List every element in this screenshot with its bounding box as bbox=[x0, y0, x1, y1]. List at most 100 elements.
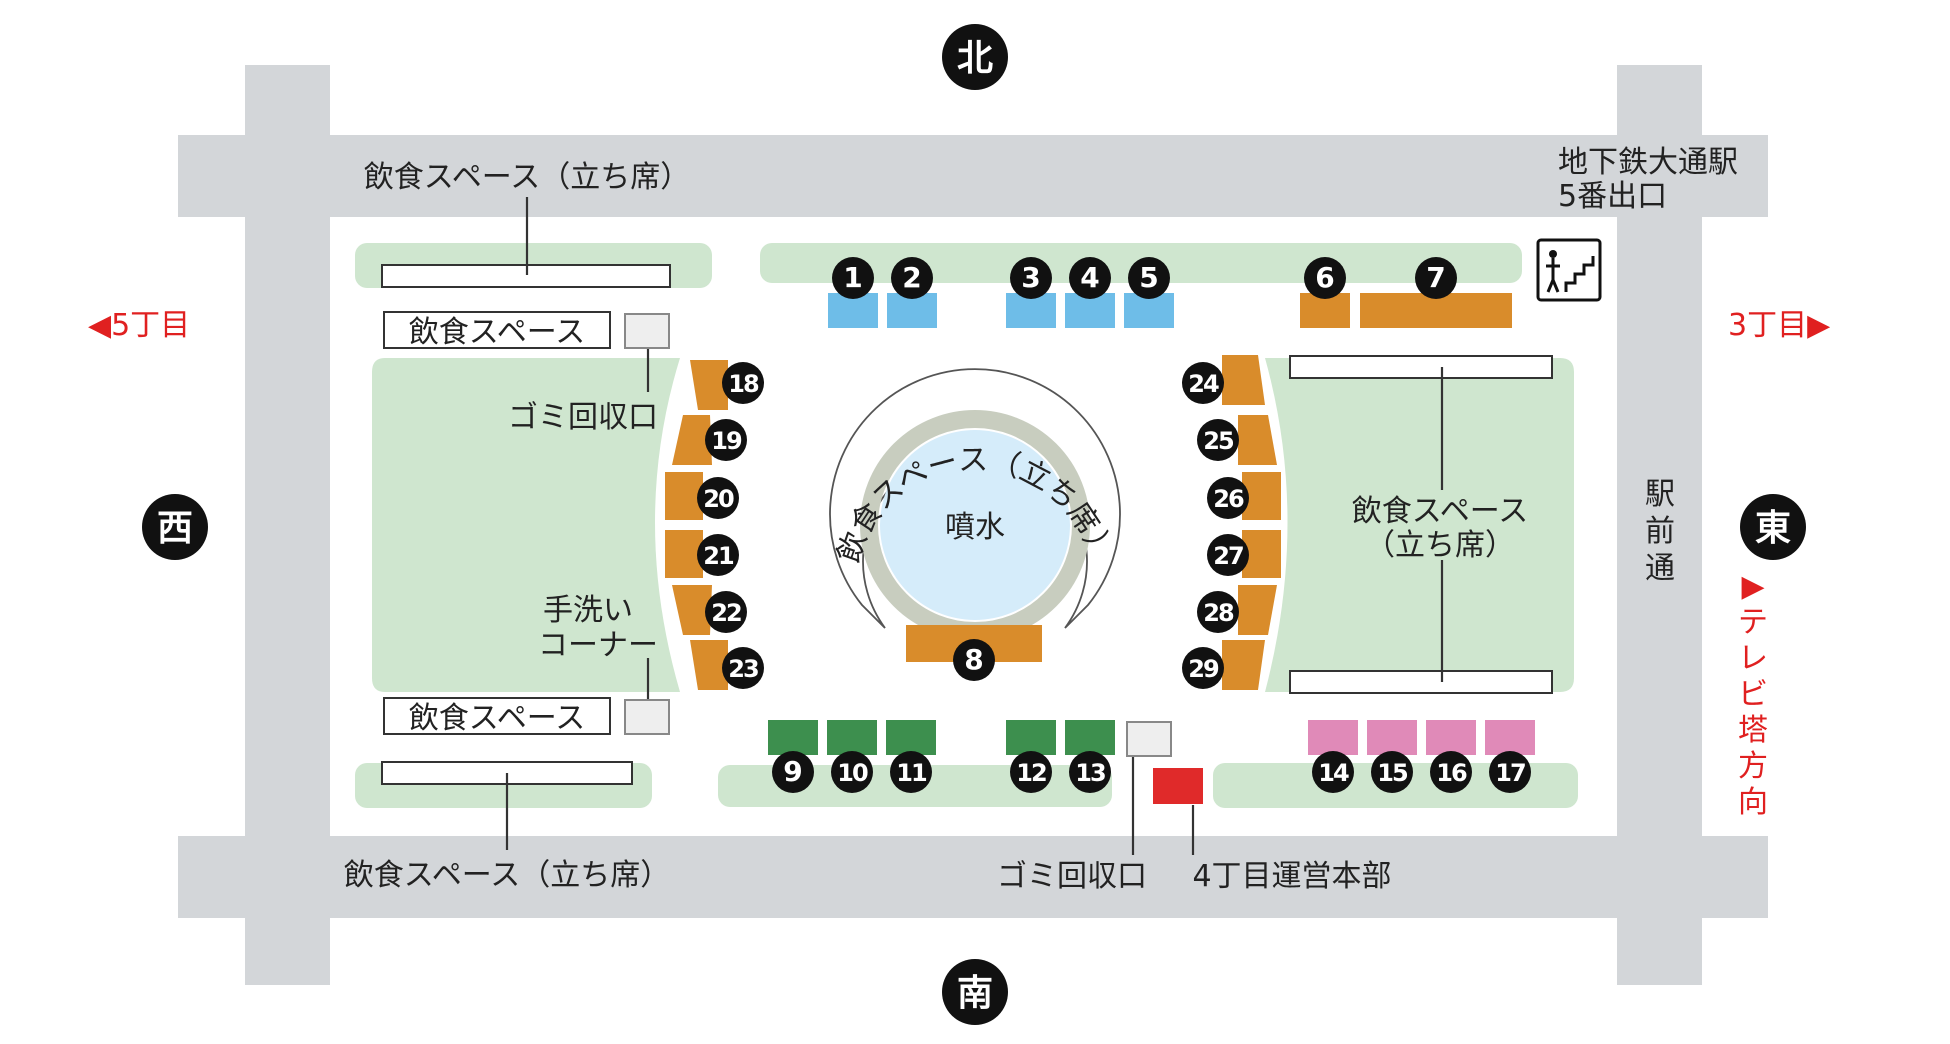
fountain-label: 噴水 bbox=[945, 510, 1005, 545]
leader-lines bbox=[505, 197, 1444, 855]
booth-14-number: 14 bbox=[1318, 759, 1349, 787]
road-char-1: 前 bbox=[1645, 514, 1675, 549]
booth-20-stall bbox=[665, 472, 703, 520]
east-standing-label-line1: 飲食スペース bbox=[1352, 494, 1528, 529]
seating-boxes: 飲食スペース 飲食スペース bbox=[383, 311, 611, 736]
booth-20-badge bbox=[697, 477, 739, 519]
hq-label: 4丁目運営本部 bbox=[1192, 859, 1391, 894]
hand-wash-label-line2: コーナー bbox=[538, 628, 658, 663]
booth-26-number: 26 bbox=[1213, 485, 1244, 513]
booth-19-number: 19 bbox=[711, 427, 742, 455]
seating-lower-box bbox=[383, 697, 611, 735]
north-road bbox=[178, 135, 1768, 217]
tv-char-3: ビ bbox=[1738, 677, 1768, 712]
booth-7-number: 7 bbox=[1426, 261, 1445, 294]
booth-27-number: 27 bbox=[1213, 542, 1243, 570]
booth-23-badge bbox=[722, 647, 764, 689]
seating-upper-label: 飲食スペース bbox=[409, 315, 585, 350]
direction-east: 3丁目▶ bbox=[1728, 308, 1830, 343]
compass-east: 東 bbox=[1755, 508, 1791, 549]
booth-13-stall bbox=[1065, 720, 1115, 755]
direction-labels: ◀5丁目 3丁目▶ bbox=[88, 308, 1830, 343]
hand-wash-label-line1: 手洗い bbox=[543, 593, 633, 628]
booth-23-number: 23 bbox=[728, 655, 758, 683]
booth-18-stall bbox=[690, 360, 728, 410]
booth-16-number: 16 bbox=[1436, 759, 1467, 787]
booth-22-stall bbox=[672, 585, 712, 635]
trash-bin-upper-left bbox=[624, 313, 670, 349]
booth-25-badge bbox=[1197, 419, 1239, 461]
fountain bbox=[880, 430, 1070, 620]
east-road bbox=[1617, 65, 1702, 985]
booth-17-badge bbox=[1489, 751, 1531, 793]
green-west-lawn bbox=[372, 358, 680, 692]
booth-5-number: 5 bbox=[1139, 261, 1158, 294]
fountain-area: 噴水 飲食スペース（立ち席） bbox=[829, 368, 1121, 640]
booth-6-badge bbox=[1304, 257, 1346, 299]
booth-27-stall bbox=[1242, 530, 1281, 578]
compass-south-badge bbox=[942, 959, 1008, 1025]
west-road bbox=[245, 65, 330, 985]
booth-10-number: 10 bbox=[837, 759, 868, 787]
direction-west: ◀5丁目 bbox=[88, 308, 190, 343]
booth-14-stall bbox=[1308, 720, 1358, 755]
compass-north: 北 bbox=[957, 38, 993, 79]
booth-13-badge bbox=[1069, 751, 1111, 793]
booth-18-badge bbox=[722, 362, 764, 404]
label-bars bbox=[381, 264, 1553, 785]
booth-25-stall bbox=[1238, 415, 1277, 465]
booth-shapes bbox=[665, 293, 1535, 755]
booth-21-badge bbox=[697, 534, 739, 576]
booth-1-badge bbox=[832, 257, 874, 299]
booth-2-number: 2 bbox=[902, 261, 921, 294]
operations-hq-marker bbox=[1153, 768, 1203, 804]
booth-17-stall bbox=[1485, 720, 1535, 755]
booth-5-badge bbox=[1128, 257, 1170, 299]
roads bbox=[178, 65, 1768, 985]
booth-26-stall bbox=[1242, 472, 1281, 520]
standing-top-label: 飲食スペース（立ち席） bbox=[364, 160, 690, 195]
green-east-lawn bbox=[1265, 358, 1574, 692]
booth-24-badge bbox=[1182, 362, 1224, 404]
booth-6-number: 6 bbox=[1315, 261, 1334, 294]
booth-11-badge bbox=[890, 751, 932, 793]
road-char-2: 通 bbox=[1645, 551, 1675, 586]
booth-24-stall bbox=[1222, 355, 1265, 405]
booth-26-badge bbox=[1207, 477, 1249, 519]
tv-char-2: レ bbox=[1738, 641, 1768, 676]
booth-16-stall bbox=[1426, 720, 1476, 755]
booth-4-badge bbox=[1069, 257, 1111, 299]
south-road bbox=[178, 836, 1768, 918]
tv-char-0: ▶ bbox=[1741, 569, 1764, 604]
trash-bottom-label: ゴミ回収口 bbox=[997, 859, 1147, 894]
booth-27-badge bbox=[1207, 534, 1249, 576]
booth-20-number: 20 bbox=[703, 485, 734, 513]
tv-char-6: 向 bbox=[1738, 785, 1768, 820]
text-labels: 飲食スペース（立ち席） 飲食スペース（立ち席） ゴミ回収口 手洗い コーナー 飲… bbox=[344, 145, 1738, 894]
booth-15-stall bbox=[1367, 720, 1417, 755]
booth-16-badge bbox=[1430, 751, 1472, 793]
booth-21-stall bbox=[665, 530, 703, 578]
booth-9-stall bbox=[768, 720, 818, 755]
booth-25-number: 25 bbox=[1203, 427, 1234, 455]
booth-22-badge bbox=[705, 591, 747, 633]
trash-bin-bottom-center bbox=[1126, 721, 1172, 757]
seating-lower-label: 飲食スペース bbox=[409, 701, 585, 736]
booth-1-number: 1 bbox=[843, 261, 862, 294]
ekimae-dori-label: 駅 前 通 bbox=[1645, 477, 1675, 586]
booth-14-badge bbox=[1312, 751, 1354, 793]
stairs-icon bbox=[1536, 238, 1602, 302]
booth-15-number: 15 bbox=[1377, 759, 1408, 787]
booth-12-number: 12 bbox=[1016, 759, 1046, 787]
booth-17-number: 17 bbox=[1495, 759, 1525, 787]
booth-19-stall bbox=[672, 415, 712, 465]
standing-bottom-label: 飲食スペース（立ち席） bbox=[344, 858, 670, 893]
road-char-0: 駅 bbox=[1645, 477, 1675, 512]
bar-east-top bbox=[1289, 355, 1553, 379]
booth-23-stall bbox=[690, 640, 728, 690]
east-standing-label-line2: （立ち席） bbox=[1365, 528, 1515, 563]
trash-bin-lower-left bbox=[624, 699, 670, 735]
seating-upper-box bbox=[383, 311, 611, 349]
booth-24-number: 24 bbox=[1188, 370, 1219, 398]
